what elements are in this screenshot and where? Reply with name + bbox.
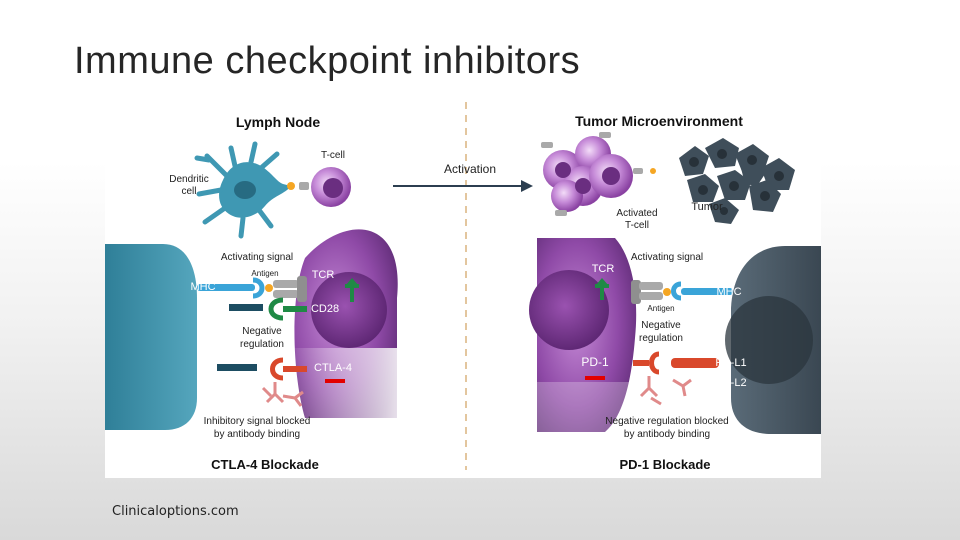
t-cell-large-left: [283, 229, 398, 418]
left-mhc: [197, 277, 265, 299]
left-b7-cd28: [229, 297, 307, 321]
left-antigen-label: Antigen: [251, 269, 278, 278]
lymph-node-heading: Lymph Node: [236, 114, 320, 130]
left-cd28-label: CD28: [311, 303, 339, 315]
pdl2-label: PD-L2: [715, 377, 746, 389]
slide-title: Immune checkpoint inhibitors: [74, 40, 581, 82]
left-activating-signal: Activating signal: [221, 252, 293, 263]
dendritic-cell-label-2: cell: [181, 186, 196, 197]
activation-label: Activation: [444, 162, 496, 176]
right-tcr-label: TCR: [592, 263, 615, 275]
source-credit: Clinicaloptions.com: [112, 504, 239, 519]
right-negative-1: Negative: [641, 320, 681, 331]
left-b7-bottom-label: B7: [196, 360, 209, 372]
right-activation-plus: [595, 278, 609, 300]
right-mhc-label: MHC: [716, 286, 741, 298]
t-cell-large-right: [529, 238, 637, 432]
left-negative-1: Negative: [242, 326, 282, 337]
pd1-blockade-title: PD-1 Blockade: [619, 457, 710, 472]
antigen-presenting-cell-left: [105, 244, 197, 430]
right-antigen-label: Antigen: [647, 304, 674, 313]
right-activating-signal: Activating signal: [631, 252, 703, 263]
tumor-label: Tumor: [691, 201, 723, 213]
activated-t-cell-cluster: [541, 132, 656, 216]
pd1-label: PD-1: [581, 355, 609, 369]
activated-t-cell-label-2: T-cell: [625, 220, 649, 231]
tumor-cell-large-right: [725, 246, 821, 434]
pdl1-label: PD-L1: [715, 357, 746, 369]
left-tcr-label: TCR: [312, 269, 335, 281]
left-mhc-label: MHC: [190, 281, 215, 293]
left-negative-2: regulation: [240, 339, 284, 350]
left-antibodies: [261, 382, 304, 407]
diagram-svg: Lymph Node Tumor Microenvironment Activa…: [105, 102, 821, 472]
dendritic-cell: [194, 141, 295, 239]
left-b7-ctla4: [217, 357, 307, 381]
pd1-pdl1-binding: [633, 351, 719, 375]
ctla4-blockade-title: CTLA-4 Blockade: [211, 457, 319, 472]
checkpoint-diagram: Lymph Node Tumor Microenvironment Activa…: [105, 98, 821, 478]
left-b7-top-label: B7: [206, 303, 219, 315]
left-activation-plus: [345, 278, 359, 302]
activated-t-cell-label-1: Activated: [616, 208, 657, 219]
tumor-nuclei: [689, 149, 784, 215]
right-negative-2: regulation: [639, 333, 683, 344]
left-ctla4-label: CTLA-4: [314, 362, 352, 374]
right-blocked-1: Negative regulation blocked: [605, 416, 728, 427]
left-tcr-receptor: [265, 276, 307, 302]
t-cell: [299, 167, 351, 207]
left-ctla4-minus: [325, 379, 345, 383]
right-mhc: [671, 281, 733, 301]
left-blocked-2: by antibody binding: [214, 429, 300, 440]
right-tcr-receptor: [631, 280, 671, 304]
right-antibodies: [639, 376, 692, 406]
tumor-microenvironment-heading: Tumor Microenvironment: [575, 113, 743, 129]
right-blocked-2: by antibody binding: [624, 429, 710, 440]
t-cell-label: T-cell: [321, 150, 345, 161]
activation-arrow: [393, 180, 533, 192]
left-blocked-1: Inhibitory signal blocked: [204, 416, 311, 427]
dendritic-cell-label-1: Dendritic: [169, 174, 208, 185]
pd1-minus: [585, 376, 605, 380]
